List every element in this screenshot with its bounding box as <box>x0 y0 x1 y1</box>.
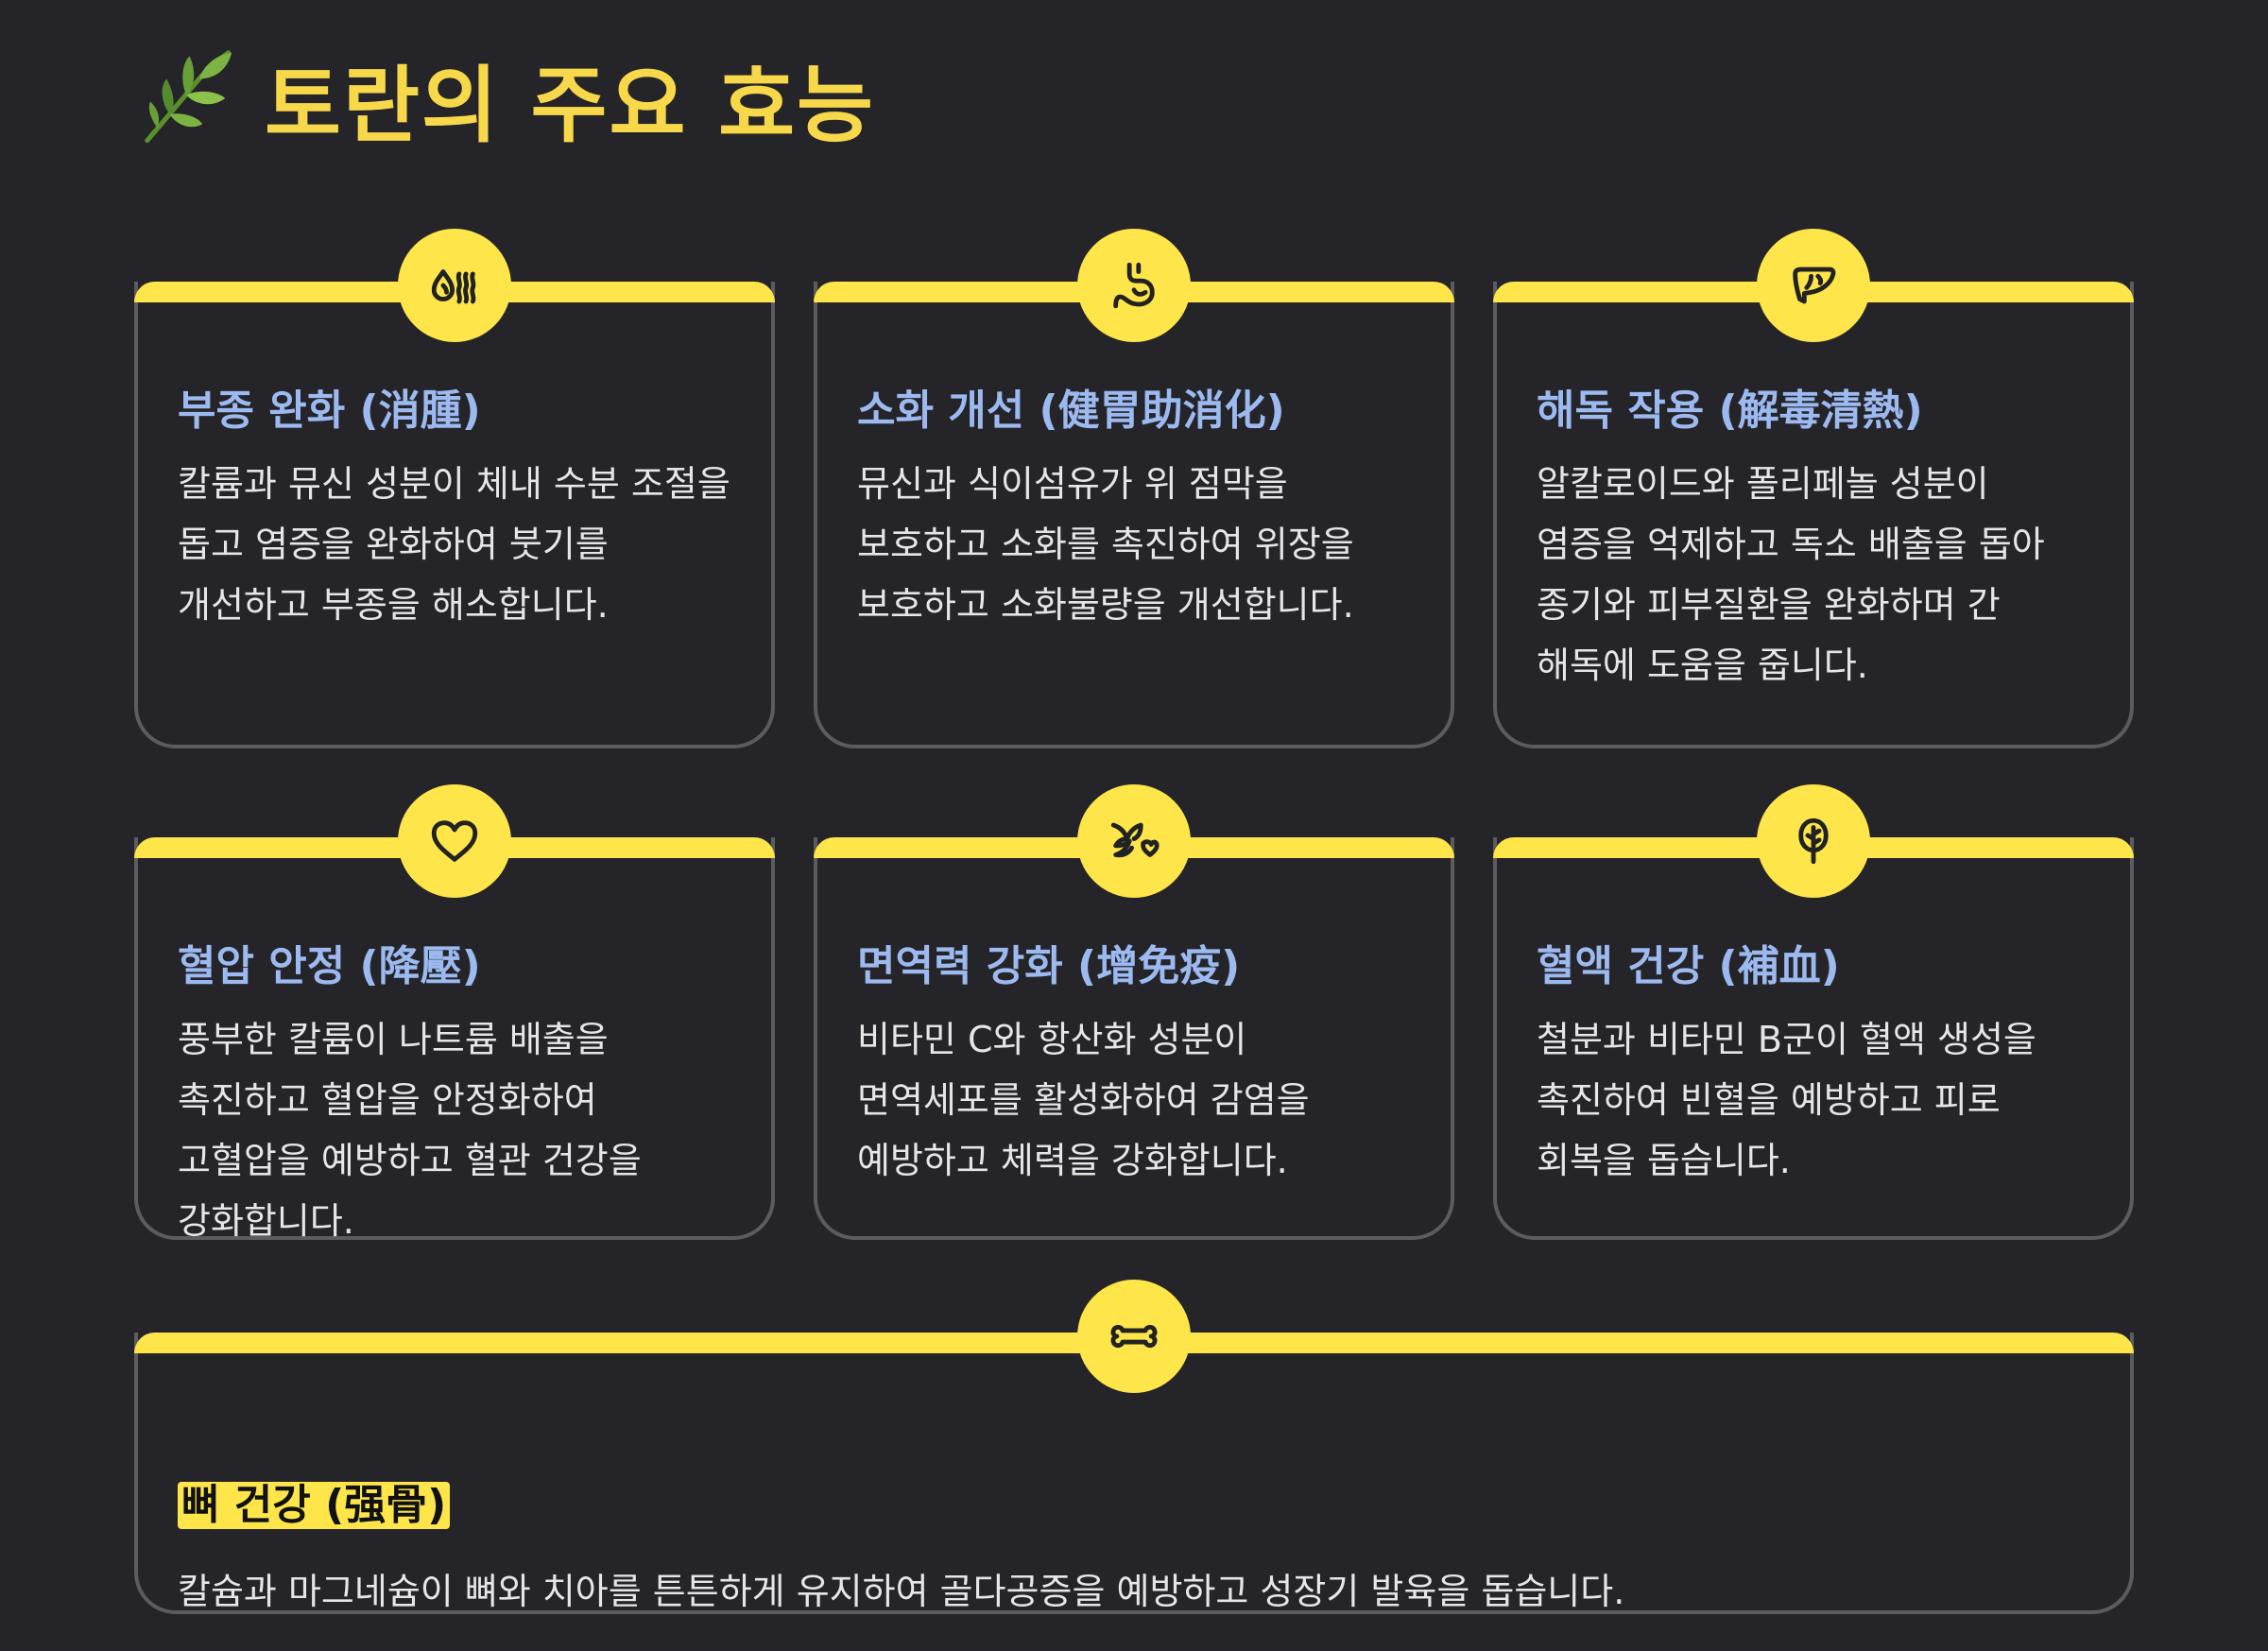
card-title: 혈압 안정 (降壓) <box>178 942 481 990</box>
card-description: 풍부한 칼륨이 나트륨 배출을 촉진하고 혈압을 안정화하여 고혈압을 예방하고… <box>178 1019 642 1242</box>
card-description: 칼륨과 뮤신 성분이 체내 수분 조절을 돕고 염증을 완화하여 붓기를 개선하… <box>178 463 730 626</box>
card-description: 뮤신과 식이섬유가 위 점막을 보호하고 소화를 촉진하여 위장을 보호하고 소… <box>857 463 1354 626</box>
card-title: 부종 완화 (消腫) <box>178 387 481 435</box>
bone-icon <box>1110 1324 1158 1349</box>
card-title: 해독 작용 (解毒清熱) <box>1537 387 1923 435</box>
heart-icon <box>431 820 478 862</box>
benefit-card-blood-health: 혈액 건강 (補血) 철분과 비타민 B군이 혈액 생성을 촉진하여 빈혈을 예… <box>1493 784 2134 1240</box>
card-icon-circle <box>398 229 511 342</box>
card-description: 비타민 C와 항산화 성분이 면역세포를 활성화하여 감염을 예방하고 체력을 … <box>857 1019 1310 1181</box>
benefit-card-bone: 뼈 건강 (强骨) 칼슘과 마그네슘이 뼈와 치아를 튼튼하게 유지하여 골다공… <box>134 1280 2134 1614</box>
card-description: 철분과 비타민 B군이 혈액 생성을 촉진하여 빈혈을 예방하고 피로 회복을 … <box>1537 1019 2036 1181</box>
card-icon-circle <box>398 784 511 898</box>
page-title-text: 토란의 주요 효능 <box>265 56 875 154</box>
card-title: 뼈 건강 (强骨) <box>178 1482 451 1529</box>
benefit-card-blood-pressure: 혈압 안정 (降壓) 풍부한 칼륨이 나트륨 배출을 촉진하고 혈압을 안정화하… <box>134 784 775 1242</box>
herb-icon <box>145 50 232 144</box>
spinach-leaf-icon <box>1798 817 1829 865</box>
page-title: 토란의 주요 효능 <box>134 42 875 155</box>
benefit-card-edema: 부종 완화 (消腫) 칼륨과 뮤신 성분이 체내 수분 조절을 돕고 염증을 완… <box>134 229 775 748</box>
card-icon-circle <box>1077 1280 1191 1393</box>
card-description: 칼슘과 마그네슘이 뼈와 치아를 튼튼하게 유지하여 골다공증을 예방하고 성장… <box>178 1571 1625 1612</box>
card-icon-circle <box>1077 229 1191 342</box>
card-icon-circle <box>1757 229 1870 342</box>
stomach-icon <box>1113 262 1155 309</box>
card-description: 알칼로이드와 폴리페놀 성분이 염증을 억제하고 독소 배출을 돕아 종기와 피… <box>1537 463 2045 686</box>
dove-heart-icon <box>1110 822 1160 858</box>
benefit-card-detox: 해독 작용 (解毒清熱) 알칼로이드와 폴리페놀 성분이 염증을 억제하고 독소… <box>1493 229 2134 748</box>
card-icon-circle <box>1077 784 1191 898</box>
card-title: 혈액 건강 (補血) <box>1537 942 1840 990</box>
liver-icon <box>1793 267 1836 304</box>
benefit-card-digestion: 소화 개선 (健胃助消化) 뮤신과 식이섬유가 위 점막을 보호하고 소화를 촉… <box>814 229 1454 748</box>
card-title: 소화 개선 (健胃助消化) <box>857 387 1285 435</box>
card-icon-circle <box>1757 784 1870 898</box>
water-drops-icon <box>431 269 476 304</box>
benefit-card-immunity: 면역력 강화 (增免疫) 비타민 C와 항산화 성분이 면역세포를 활성화하여 … <box>814 784 1454 1240</box>
card-title: 면역력 강화 (增免疫) <box>857 942 1241 990</box>
